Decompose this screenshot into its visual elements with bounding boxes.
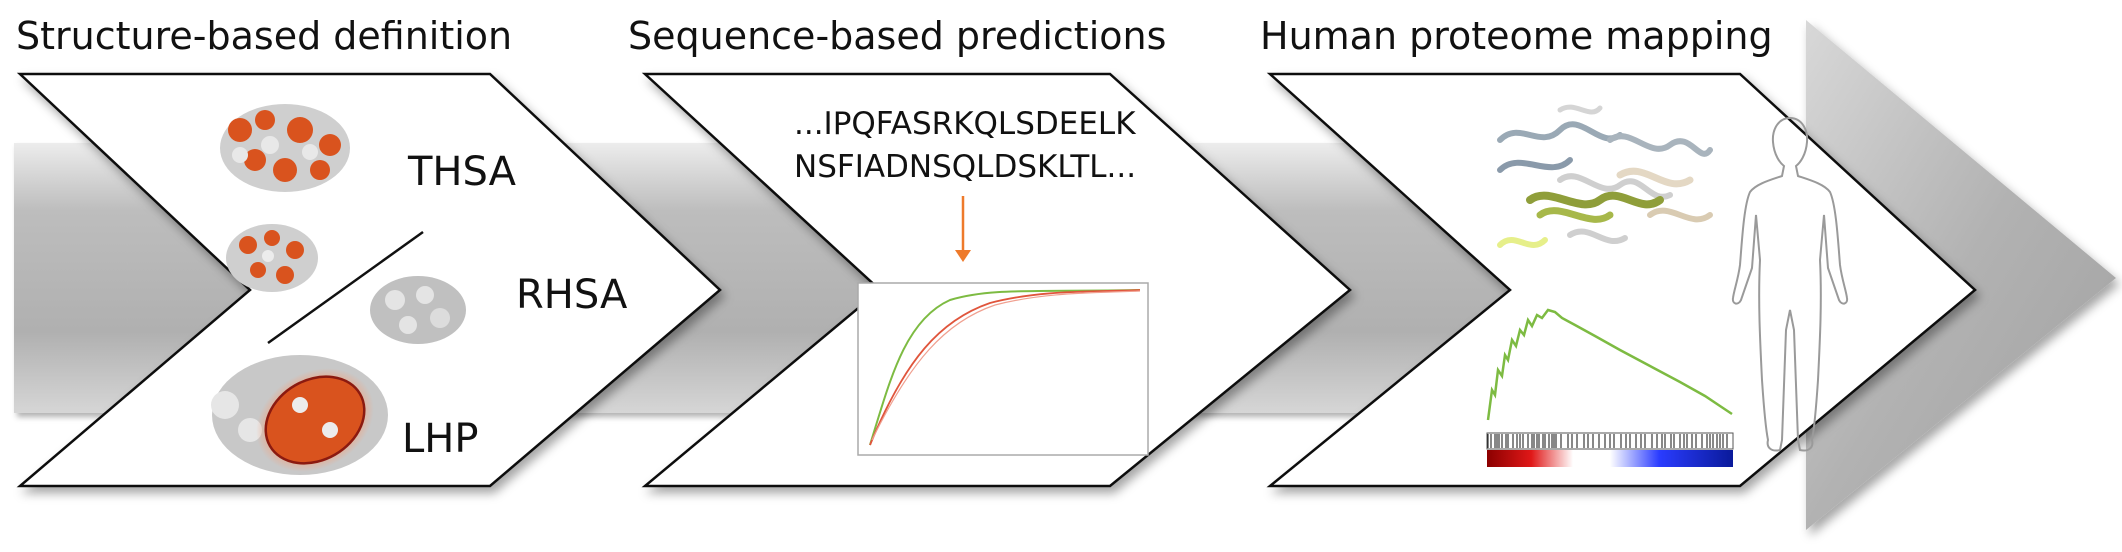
enrichment-curve bbox=[1486, 308, 1733, 421]
curve-red bbox=[869, 289, 1141, 446]
ranked-heatmap-bar bbox=[1487, 450, 1733, 467]
curve-plot-frame bbox=[857, 282, 1149, 456]
panel-title-sequence: Sequence-based predictions bbox=[628, 14, 1166, 58]
hit-barcode bbox=[1486, 432, 1734, 450]
panel-title-structure: Structure-based definition bbox=[16, 14, 512, 58]
panel-title-proteome: Human proteome mapping bbox=[1260, 14, 1773, 58]
divider-line bbox=[267, 230, 424, 345]
curve-green bbox=[869, 289, 1141, 446]
protein-surface-lhp bbox=[211, 355, 388, 475]
label-thsa: THSA bbox=[407, 149, 517, 195]
protein-surface-rhsa-grey bbox=[370, 276, 466, 344]
sequence-line-1: ...IPQFASRKQLSDEELK bbox=[794, 106, 1136, 142]
protein-surface-rhsa-full bbox=[226, 224, 318, 292]
sequence-line-2: NSFIADNSQLDSKLTL... bbox=[794, 149, 1136, 185]
label-rhsa: RHSA bbox=[516, 272, 628, 318]
panel-structure bbox=[16, 72, 722, 488]
protein-ribbon-cluster bbox=[1497, 104, 1713, 248]
human-silhouette bbox=[1731, 116, 1849, 452]
big-end-arrow bbox=[1806, 20, 2116, 530]
down-arrow-head bbox=[955, 250, 971, 262]
barcode-frame bbox=[1486, 432, 1734, 450]
curve-lightred bbox=[871, 290, 1141, 441]
protein-surface-thsa bbox=[220, 104, 350, 192]
label-lhp: LHP bbox=[402, 416, 478, 462]
